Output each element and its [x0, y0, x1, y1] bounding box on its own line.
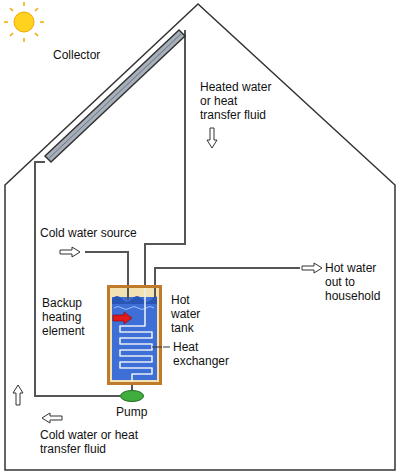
pump-symbol: Pump — [120, 390, 144, 402]
cold-water-pipe — [85, 252, 128, 285]
flow-arrow — [302, 263, 322, 273]
flow-arrow — [60, 247, 80, 257]
pipe-connector — [131, 385, 133, 390]
flow-arrow — [13, 385, 23, 405]
node-label: Pump — [116, 405, 147, 419]
pipe-label: Hot water out to household — [325, 261, 393, 303]
part-label: Backup heating element — [42, 296, 100, 338]
flow-arrow — [207, 128, 217, 148]
node-label: Collector — [53, 48, 100, 62]
hot-water-tank-outline — [110, 288, 159, 382]
flow-label: Cold water or heat transfer fluid — [40, 428, 155, 456]
part-label: Heat exchanger — [173, 340, 248, 368]
collector-panel: Collector — [45, 30, 185, 162]
hot-water-tank: Hot water tank — [107, 285, 162, 385]
flow-arrow — [42, 413, 62, 423]
sun-symbol — [4, 2, 44, 42]
flow-arrows — [13, 128, 322, 423]
pump-symbol-outline — [120, 390, 144, 402]
flow-label: Heated water or heat transfer fluid — [200, 80, 280, 122]
node-label: Hot water tank — [171, 293, 216, 335]
hot-water-pipe — [155, 268, 300, 285]
leader-line — [163, 347, 170, 348]
house-outline — [5, 4, 395, 470]
pipe-label: Cold water source — [40, 226, 160, 240]
water-pipes — [85, 252, 300, 285]
